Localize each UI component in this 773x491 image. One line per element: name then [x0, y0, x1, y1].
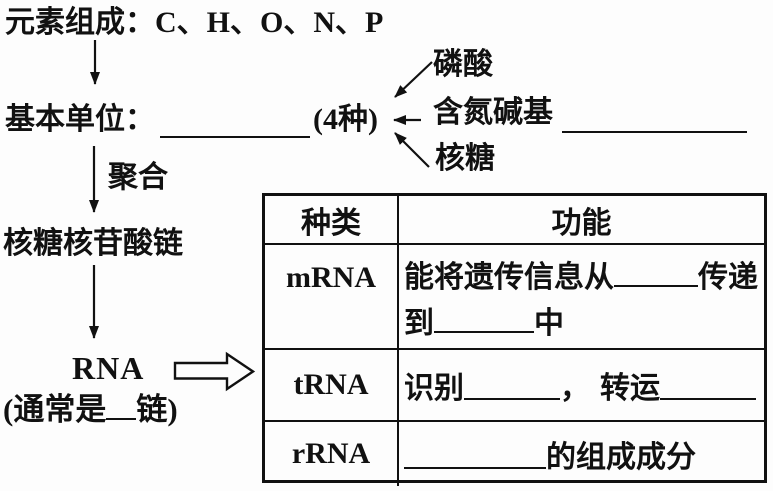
table-header-function: 功能 — [551, 206, 612, 240]
ribose-arrow-icon — [394, 132, 430, 168]
nitrogenous-base-label: 含氮碱基 — [433, 96, 553, 129]
rna-strand-note: (通常是链) — [3, 390, 178, 427]
mrna-blank-2 — [434, 304, 534, 333]
rrna-suffix: 的组成成分 — [546, 441, 696, 474]
mrna-line1-prefix: 能将遗传信息从 — [404, 261, 614, 294]
phosphate-label: 磷酸 — [433, 48, 493, 81]
mrna-blank-1 — [614, 258, 698, 287]
element-composition-label: 元素组成：C、H、O、N、P — [5, 6, 384, 39]
trna-blank-1 — [464, 371, 560, 400]
ribose-label: 核糖 — [435, 142, 495, 175]
block-arrow-icon — [173, 351, 256, 392]
polymerization-label: 聚合 — [108, 161, 168, 194]
rna-note-suffix: 链) — [136, 391, 178, 427]
nitrogenous-base-blank — [562, 100, 747, 133]
basic-unit-kinds-label: (4种) — [313, 103, 378, 136]
trna-comma: ， — [560, 372, 590, 405]
mrna-function-line2: 到中 — [404, 301, 564, 347]
mrna-function-line1: 能将遗传信息从 传递 — [404, 255, 758, 301]
mrna-line2-suffix: 中 — [534, 307, 564, 340]
mrna-type-cell: mRNA — [265, 243, 399, 348]
rna-note-blank — [106, 390, 137, 420]
basic-unit-blank — [160, 106, 310, 138]
trna-blank-2 — [660, 371, 756, 400]
rrna-type-cell: rRNA — [265, 420, 399, 486]
basic-unit-label: 基本单位： — [5, 103, 155, 136]
rrna-blank-1 — [404, 440, 546, 469]
rrna-function-cell: 的组成成分 — [399, 420, 764, 486]
mrna-function-cell: 能将遗传信息从传递 到中 — [399, 243, 764, 348]
rna-table: 种类 功能 mRNA 能将遗传信息从传递 到中 tRNA 识别，转运 rRNA … — [262, 193, 767, 486]
table-header-type: 种类 — [265, 196, 399, 243]
trna-function-cell: 识别 ， 转运 — [399, 348, 764, 420]
rna-note-prefix: (通常是 — [3, 391, 107, 427]
mrna-line2-prefix: 到 — [404, 307, 434, 340]
rna-label: RNA — [72, 350, 145, 386]
trna-seg2: 转运 — [600, 372, 660, 405]
phosphate-arrow-icon — [394, 61, 433, 98]
trna-type-cell: tRNA — [265, 348, 399, 420]
ribonucleotide-chain-label: 核糖核苷酸链 — [3, 227, 183, 260]
trna-seg1: 识别 — [404, 372, 464, 405]
mrna-line1-suffix: 传递 — [698, 261, 758, 294]
